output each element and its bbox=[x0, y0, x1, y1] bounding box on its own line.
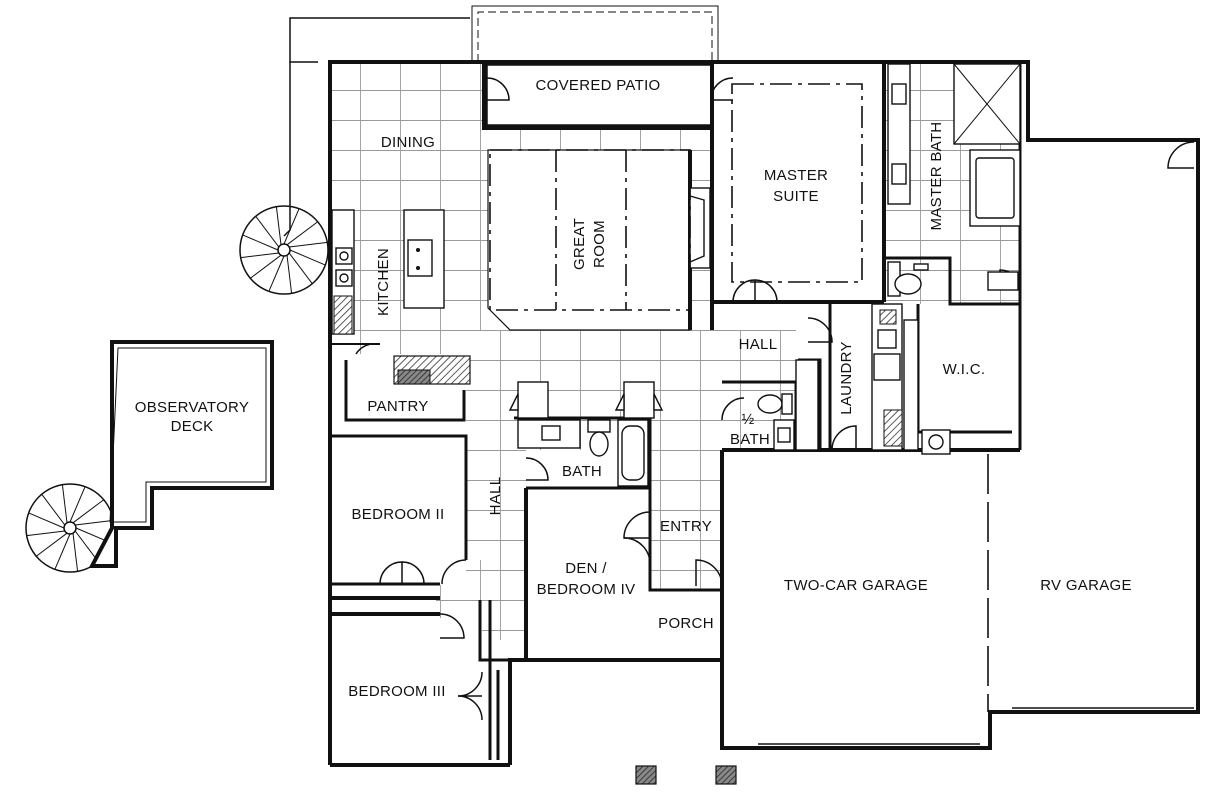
stair-tread bbox=[286, 221, 319, 246]
label-laundry: LAUNDRY bbox=[838, 341, 855, 415]
railing-path bbox=[289, 17, 470, 63]
stair-tread bbox=[28, 512, 65, 529]
label-master-suite-1: MASTER bbox=[764, 167, 828, 184]
label-master-suite-2: SUITE bbox=[773, 188, 819, 205]
stair-tread bbox=[54, 533, 71, 570]
covered-patio bbox=[471, 5, 734, 128]
label-observatory-2: DECK bbox=[171, 418, 214, 435]
stair-tread bbox=[41, 493, 66, 526]
fireplace bbox=[689, 187, 711, 269]
stair-tread bbox=[249, 254, 282, 279]
stair-tread bbox=[268, 255, 285, 292]
bath-fixtures bbox=[517, 419, 649, 487]
kitchen-fixtures bbox=[331, 209, 471, 385]
doors bbox=[355, 141, 1195, 721]
spiral-stair-lower bbox=[25, 483, 115, 573]
room-labels: COVERED PATIO DINING KITCHEN GREAT ROOM … bbox=[135, 77, 1132, 700]
stair-tread bbox=[75, 519, 114, 526]
label-two-car-garage: TWO-CAR GARAGE bbox=[784, 577, 928, 594]
stair-tread bbox=[289, 249, 326, 266]
stair-tread bbox=[240, 252, 279, 259]
den-floor bbox=[526, 490, 650, 660]
stair-tread bbox=[74, 530, 99, 563]
half-bath-fixtures bbox=[757, 393, 795, 451]
stair-tread bbox=[26, 530, 65, 537]
label-porch: PORCH bbox=[658, 615, 714, 632]
stair-tread bbox=[289, 241, 328, 248]
label-den-2: BEDROOM IV bbox=[537, 581, 636, 598]
spiral-stair-upper bbox=[239, 205, 329, 295]
stair-tread bbox=[288, 252, 313, 285]
stair-tread bbox=[35, 532, 68, 557]
label-kitchen: KITCHEN bbox=[375, 248, 392, 316]
master-suite-floor bbox=[714, 64, 882, 302]
columns bbox=[508, 359, 819, 451]
stair-tread bbox=[242, 234, 279, 251]
label-pantry: PANTRY bbox=[367, 398, 428, 415]
stair-tread bbox=[283, 208, 300, 245]
observatory-deck-outline bbox=[88, 340, 274, 568]
label-great-room-1: GREAT bbox=[571, 218, 588, 270]
label-dining: DINING bbox=[381, 134, 435, 151]
label-bath: BATH bbox=[562, 463, 602, 480]
stair-tread bbox=[275, 206, 282, 245]
label-half-bath-word: BATH bbox=[730, 431, 770, 448]
stair-tread bbox=[72, 499, 105, 524]
bedroom2-floor bbox=[332, 440, 466, 585]
label-den-1: DEN / bbox=[565, 560, 607, 577]
stair-tread bbox=[255, 215, 280, 248]
stair-tread bbox=[286, 255, 293, 294]
post-left bbox=[635, 765, 657, 785]
bedroom3-floor bbox=[332, 618, 482, 766]
label-wic: W.I.C. bbox=[943, 361, 986, 378]
label-observatory-1: OBSERVATORY bbox=[135, 399, 249, 416]
label-great-room-2: ROOM bbox=[591, 220, 608, 268]
ceiling-lines bbox=[489, 83, 863, 311]
label-hall-lower: HALL bbox=[487, 477, 504, 516]
label-covered-patio: COVERED PATIO bbox=[535, 77, 660, 94]
label-bedroom-2: BEDROOM II bbox=[351, 506, 444, 523]
stair-tread bbox=[72, 533, 79, 572]
label-rv-garage: RV GARAGE bbox=[1040, 577, 1132, 594]
laundry-fixtures bbox=[871, 303, 951, 455]
master-bath-fixtures bbox=[887, 63, 1021, 297]
label-entry: ENTRY bbox=[660, 518, 712, 535]
label-master-bath: MASTER BATH bbox=[928, 122, 945, 231]
label-half-bath-fraction: ½ bbox=[742, 411, 755, 428]
post-right bbox=[715, 765, 737, 785]
label-hall-upper: HALL bbox=[739, 336, 778, 353]
stair-tread bbox=[61, 484, 68, 523]
great-room-floor bbox=[487, 149, 691, 331]
stair-tread bbox=[69, 486, 86, 523]
label-bedroom-3: BEDROOM III bbox=[348, 683, 445, 700]
